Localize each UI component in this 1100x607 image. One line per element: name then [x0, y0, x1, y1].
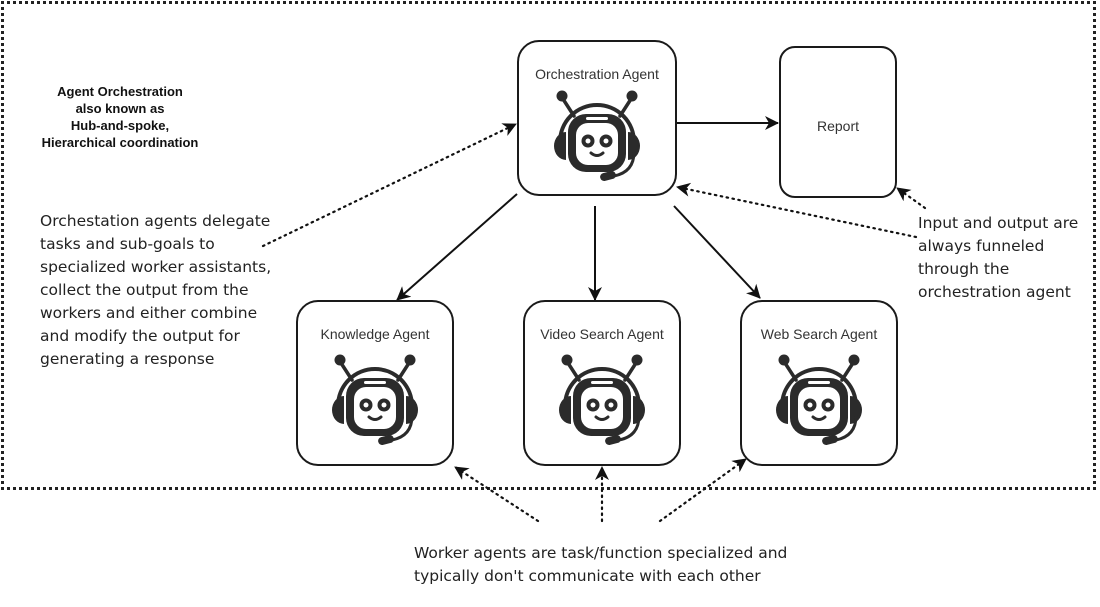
pointer-right-note-orch: [675, 182, 918, 239]
title-line: Hub-and-spoke,: [70, 118, 170, 133]
edge-orch-knowledge: [396, 193, 518, 301]
edge-orch-web: [673, 205, 761, 299]
robot-headset-icon: [542, 90, 652, 191]
pointer-right-note-report: [895, 186, 927, 210]
report-node[interactable]: Report: [779, 46, 897, 198]
diagram-title: Agent Orchestration also known as Hub-an…: [30, 83, 210, 151]
knowledge-agent-node[interactable]: Knowledge Agent: [296, 300, 454, 466]
funnel-note: Input and output are always funneled thr…: [918, 214, 1079, 301]
node-label: Video Search Agent: [540, 326, 664, 342]
robot-headset-icon: [547, 354, 657, 455]
pointer-left-note: [261, 122, 518, 248]
node-label: Web Search Agent: [760, 326, 878, 342]
node-label: Report: [816, 118, 860, 134]
orchestration-agent-node[interactable]: Orchestration Agent: [517, 40, 677, 196]
worker-note: Worker agents are task/function speciali…: [414, 544, 788, 585]
orchestration-boundary: [1, 1, 1096, 490]
robot-headset-icon: [764, 354, 874, 455]
web-search-agent-node[interactable]: Web Search Agent: [740, 300, 898, 466]
node-label: Orchestration Agent: [535, 66, 659, 82]
title-line: Agent Orchestration: [57, 84, 183, 99]
robot-headset-icon: [320, 354, 430, 455]
video-search-agent-node[interactable]: Video Search Agent: [523, 300, 681, 466]
node-label: Knowledge Agent: [320, 326, 430, 342]
delegation-note: Orchestation agents delegate tasks and s…: [40, 212, 272, 368]
title-line: Hierarchical coordination: [41, 135, 199, 150]
title-line: also known as: [75, 101, 165, 116]
pointer-bottom-knowledge: [453, 465, 540, 523]
pointer-bottom-web: [658, 457, 748, 523]
